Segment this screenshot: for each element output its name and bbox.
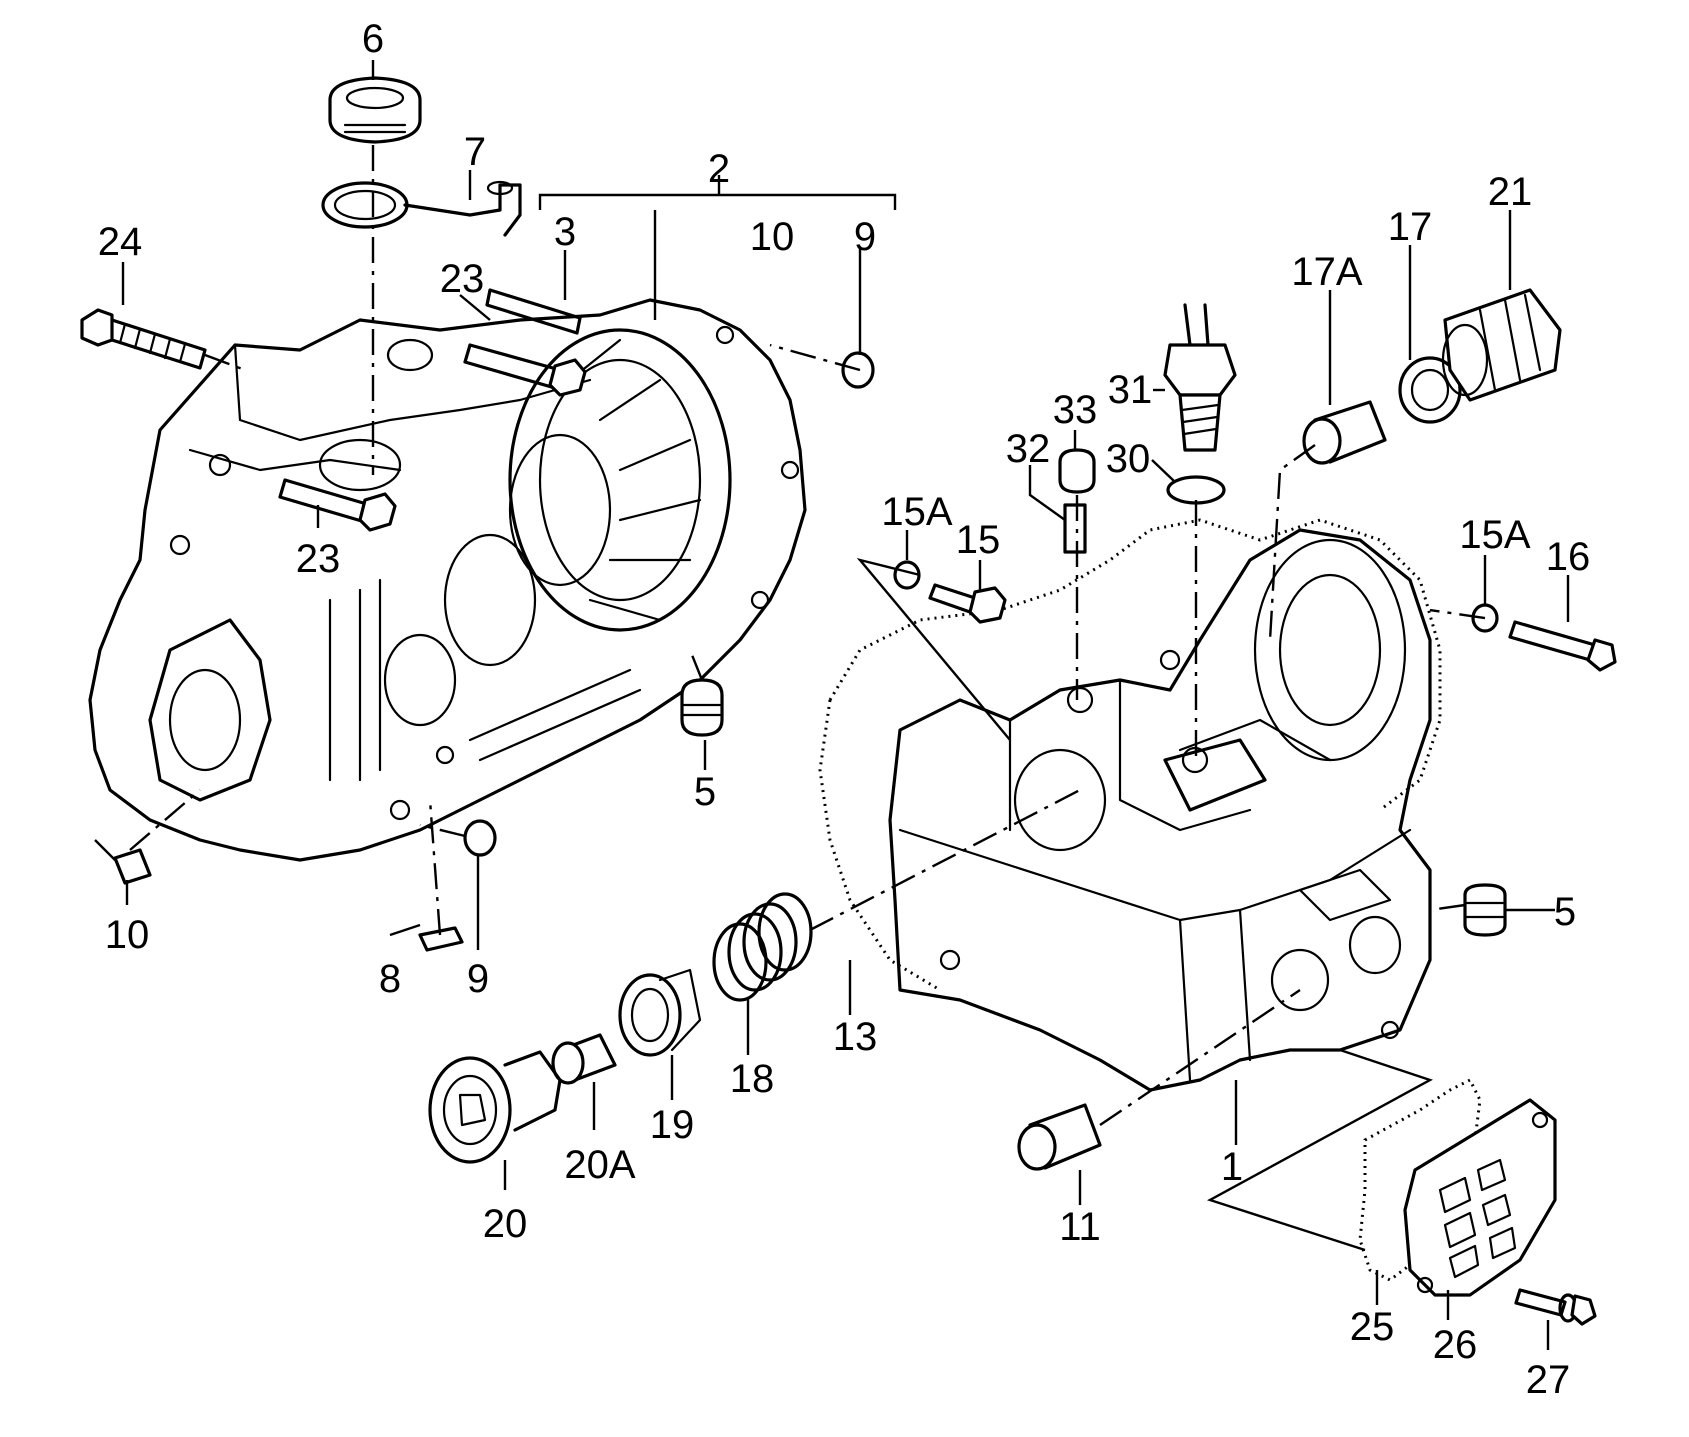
callout-26: 26: [1433, 1323, 1478, 1367]
callout-25: 25: [1350, 1305, 1395, 1349]
callout-20: 20: [483, 1202, 528, 1246]
part-5-plug-left: [680, 678, 724, 737]
callout-8: 8: [379, 957, 401, 1001]
callout-32: 32: [1006, 427, 1051, 471]
callout-19: 19: [650, 1103, 695, 1147]
part-16-bolt: [1508, 620, 1617, 672]
part-10-sleeve: [113, 848, 152, 885]
callout-21: 21: [1488, 170, 1533, 214]
callout-20A: 20A: [564, 1143, 635, 1187]
callout-leaders: [121, 60, 1570, 1350]
part-32-pin: [1063, 503, 1087, 554]
clutch-housing: [88, 298, 807, 862]
callout-13: 13: [833, 1015, 878, 1059]
part-11-bushing: [1017, 1103, 1102, 1171]
callout-2: 2: [708, 147, 730, 191]
part-19-seal: [618, 968, 702, 1057]
part-27-bolt: [1514, 1288, 1597, 1326]
callout-5-left: 5: [694, 770, 716, 814]
callout-5-right: 5: [1554, 890, 1576, 934]
part-31-switch: [1163, 303, 1237, 452]
callout-9-top: 9: [854, 215, 876, 259]
part-15-bolt: [928, 583, 1007, 624]
part-23-bolt-upper: [463, 288, 587, 397]
part-30-seal: [1166, 475, 1226, 505]
callout-15A-right: 15A: [1459, 513, 1530, 557]
part-21-boot: [1441, 288, 1562, 402]
callout-18: 18: [730, 1057, 775, 1101]
callout-3: 3: [554, 210, 576, 254]
part-7-gasket: [321, 180, 522, 237]
part-20A-bushing: [551, 1033, 617, 1085]
callout-11: 11: [1059, 1205, 1101, 1249]
part-9-sleeve-lower: [463, 819, 497, 857]
callout-17A: 17A: [1291, 250, 1362, 294]
callout-6: 6: [362, 17, 384, 61]
part-18-spring: [712, 892, 813, 1002]
callout-labels: 6 7 2 3 10 9 24 23 23 5 10 8 9 21 17 17A…: [98, 17, 1591, 1402]
part-5-plug-right: [1463, 883, 1507, 937]
gearbox-housing: [818, 518, 1442, 1092]
part-33-cap: [1058, 448, 1096, 494]
callout-30: 30: [1106, 437, 1151, 481]
part-6-cap: [328, 76, 422, 144]
callout-15A-left: 15A: [881, 490, 952, 534]
callout-31: 31: [1108, 368, 1153, 412]
callout-27: 27: [1526, 1358, 1571, 1402]
callout-16: 16: [1546, 535, 1591, 579]
part-20-flange: [428, 1050, 562, 1164]
part-8-key: [418, 926, 464, 952]
callout-17: 17: [1388, 205, 1433, 249]
callout-15: 15: [956, 518, 1001, 562]
part-17A-bushing: [1302, 400, 1387, 465]
callout-33: 33: [1053, 388, 1098, 432]
callout-24: 24: [98, 220, 143, 264]
part-24-bolt: [80, 308, 207, 370]
callout-1: 1: [1221, 1145, 1243, 1189]
part-26-cover: [1403, 1098, 1557, 1297]
callout-10-bottom: 10: [105, 913, 150, 957]
leader-lines: [94, 145, 1486, 1252]
callout-23-lower: 23: [296, 537, 341, 581]
callout-9-bottom: 9: [467, 957, 489, 1001]
part-23-bolt-lower: [278, 478, 397, 532]
callout-10-top: 10: [750, 215, 795, 259]
callout-7: 7: [464, 130, 486, 174]
callout-23-upper: 23: [440, 257, 485, 301]
